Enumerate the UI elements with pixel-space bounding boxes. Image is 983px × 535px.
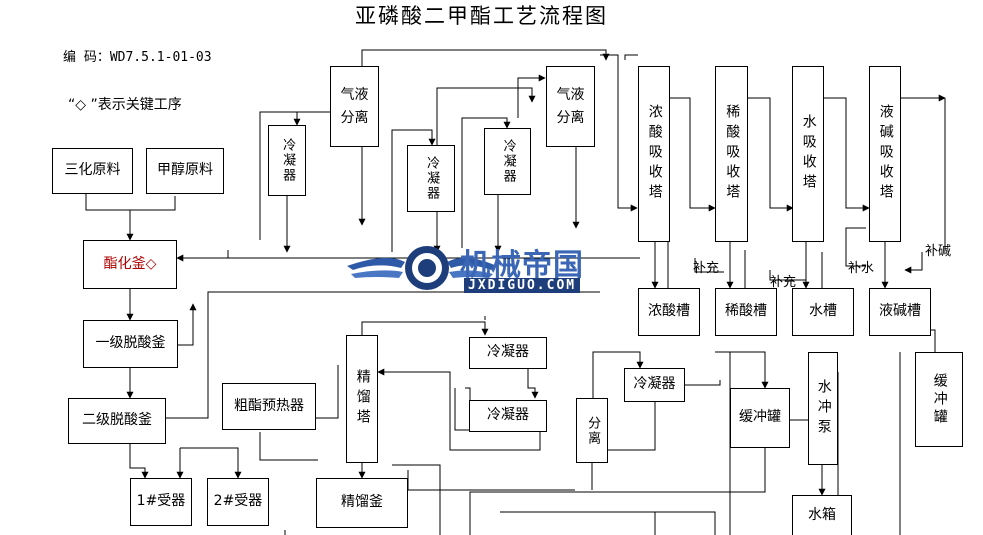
concentrated-acid-tank-box: 浓酸槽 bbox=[638, 288, 700, 336]
water-absorber-box: 水吸收塔 bbox=[792, 66, 824, 242]
page-title: 亚磷酸二甲酯工艺流程图 bbox=[355, 4, 608, 28]
esterification-kettle-box: 酯化釜◇ bbox=[83, 240, 177, 289]
crude-ester-preheater-box: 粗酯预热器 bbox=[222, 383, 316, 430]
gas-liquid-separator-1-label: 气液分离 bbox=[340, 87, 369, 126]
watermark-wings-logo bbox=[347, 246, 497, 290]
dilute-acid-absorber-label: 稀酸吸收塔 bbox=[724, 104, 741, 204]
gas-liquid-separator-2-box: 气液分离 bbox=[546, 66, 595, 147]
condenser-a-box: 冷凝器 bbox=[268, 125, 306, 196]
separator-box: 分离 bbox=[576, 398, 608, 463]
alkali-absorber-box: 液碱吸收塔 bbox=[869, 66, 901, 242]
rectification-kettle-box: 精馏釜 bbox=[316, 478, 408, 528]
document-code: 编 码：WD7.5.1-01-03 bbox=[63, 50, 212, 65]
water-jet-pump-box: 水冲泵 bbox=[808, 352, 838, 465]
water-tank-box: 水槽 bbox=[792, 288, 854, 336]
concentrated-acid-absorber-label: 浓酸吸收塔 bbox=[646, 104, 663, 204]
methanol-feed-box: 甲醇原料 bbox=[146, 148, 224, 194]
buffer-tank-1-box: 缓冲罐 bbox=[730, 388, 790, 448]
water-absorber-label: 水吸收塔 bbox=[800, 114, 817, 194]
receiver-2-box: 2#受器 bbox=[207, 478, 269, 526]
makeup-water-label: 补水 bbox=[848, 261, 875, 276]
watermark-site: JXDIGUO.COM bbox=[464, 278, 581, 293]
second-deacidification-kettle-box: 二级脱酸釜 bbox=[68, 398, 166, 444]
receiver-1-box: 1#受器 bbox=[130, 478, 192, 526]
water-jet-pump-label: 水冲泵 bbox=[815, 378, 832, 439]
makeup-alkali-label: 补碱 bbox=[925, 244, 952, 259]
gas-liquid-separator-2-label: 气液分离 bbox=[556, 87, 585, 126]
condenser-c-box: 冷凝器 bbox=[484, 128, 531, 195]
rectification-tower-box: 精馏塔 bbox=[346, 335, 378, 463]
rectification-tower-label: 精馏塔 bbox=[354, 369, 371, 429]
dilute-acid-absorber-box: 稀酸吸收塔 bbox=[715, 66, 748, 242]
makeup-label-1: 补充 bbox=[693, 261, 720, 276]
condenser-d-box: 冷凝器 bbox=[469, 337, 547, 369]
dilute-acid-tank-box: 稀酸槽 bbox=[715, 288, 777, 336]
alkali-tank-box: 液碱槽 bbox=[869, 288, 931, 336]
water-box-box: 水箱 bbox=[792, 495, 852, 535]
condenser-b-box: 冷凝器 bbox=[407, 145, 455, 212]
condenser-c-label: 冷凝器 bbox=[500, 139, 516, 184]
separator-label: 分离 bbox=[585, 415, 601, 446]
condenser-b-label: 冷凝器 bbox=[424, 156, 440, 201]
first-deacidification-kettle-box: 一级脱酸釜 bbox=[83, 320, 178, 368]
alkali-absorber-label: 液碱吸收塔 bbox=[877, 104, 894, 204]
key-process-note: “◇ ”表示关键工序 bbox=[68, 97, 182, 113]
condenser-e-box: 冷凝器 bbox=[469, 400, 547, 432]
watermark-brand: 机械帝国 bbox=[460, 248, 584, 283]
buffer-tank-2-box: 缓冲罐 bbox=[915, 352, 963, 447]
buffer-tank-2-label: 缓冲罐 bbox=[931, 372, 948, 427]
makeup-label-2: 补充 bbox=[770, 275, 797, 290]
condenser-f-box: 冷凝器 bbox=[624, 368, 685, 402]
condenser-a-label: 冷凝器 bbox=[280, 138, 296, 183]
concentrated-acid-absorber-box: 浓酸吸收塔 bbox=[638, 66, 670, 242]
gas-liquid-separator-1-box: 气液分离 bbox=[330, 66, 379, 147]
pcl3-feed-box: 三化原料 bbox=[52, 148, 133, 194]
